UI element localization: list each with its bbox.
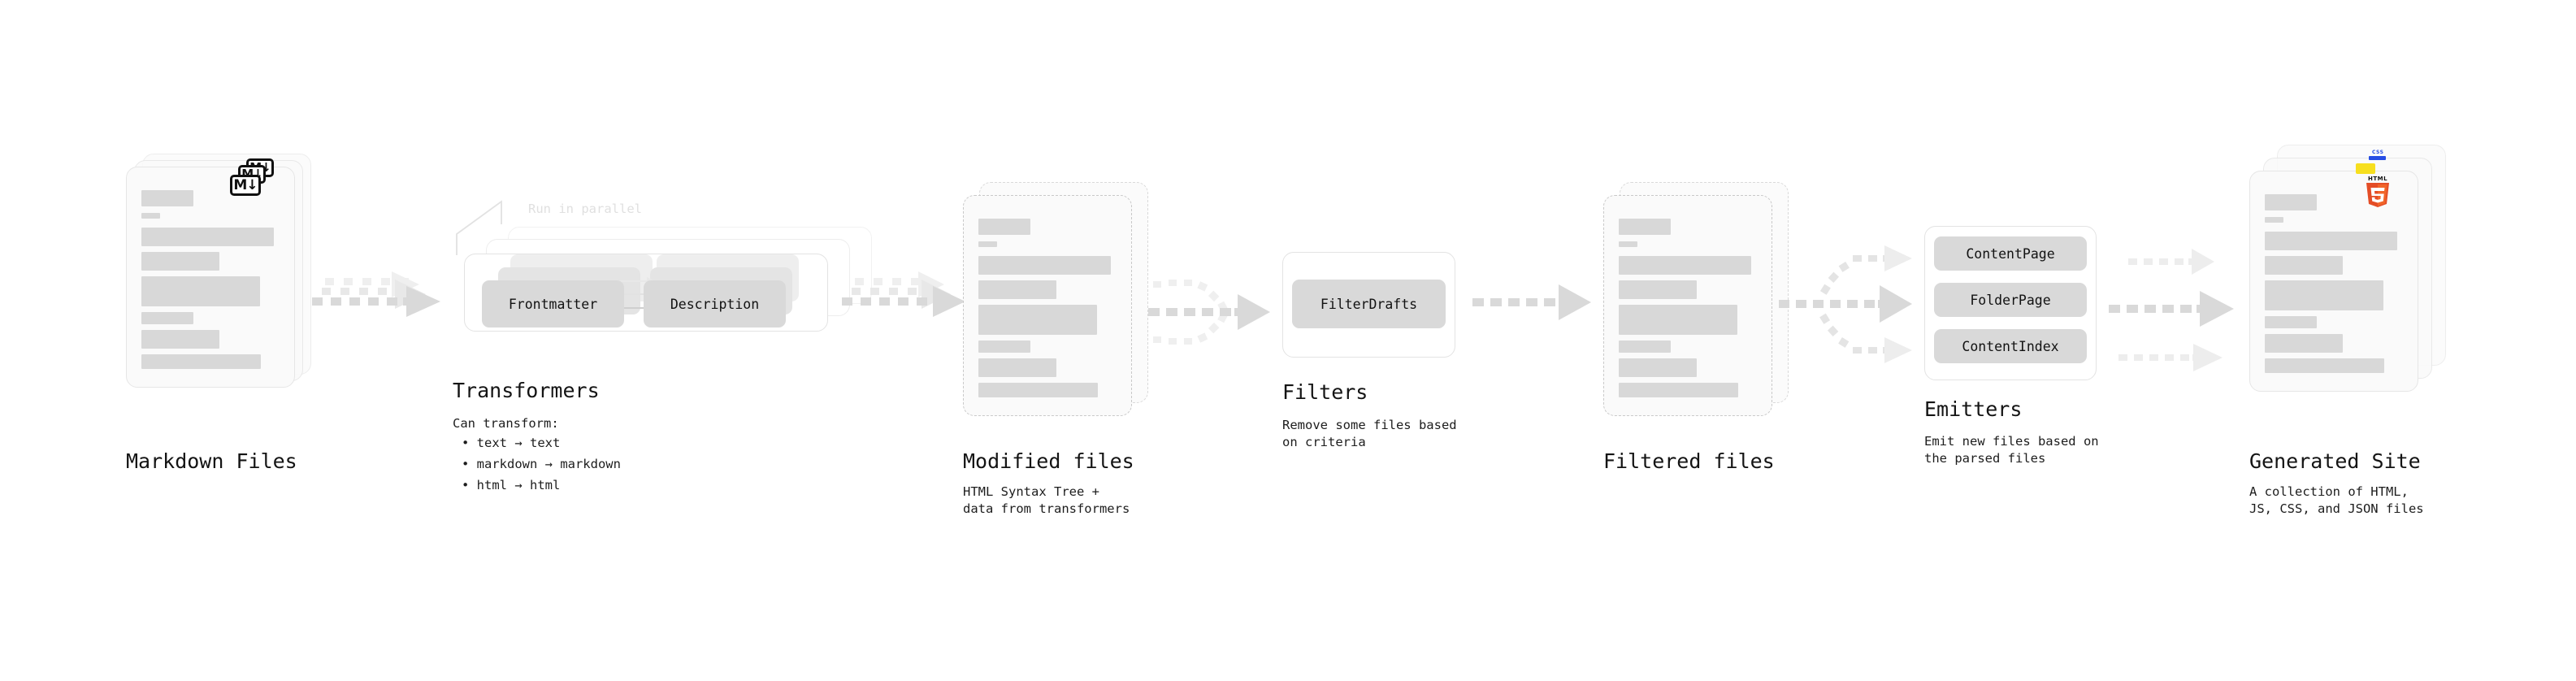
svg-text:HTML: HTML xyxy=(2368,176,2387,182)
js-icon xyxy=(2356,163,2375,174)
css-icon xyxy=(2369,156,2386,160)
emitter-contentindex[interactable]: ContentIndex xyxy=(1934,329,2087,363)
filter-filterdrafts[interactable]: FilterDrafts xyxy=(1292,280,1446,328)
html5-icon: HTML xyxy=(2366,176,2389,207)
run-in-parallel-label: Run in parallel xyxy=(528,202,642,216)
transformers-bullets-header: Can transform: xyxy=(453,416,559,431)
arrow-emitters-to-site xyxy=(2109,249,2234,371)
generated-site-title: Generated Site xyxy=(2249,449,2421,473)
arrow-filtered-to-emitters xyxy=(1779,245,1912,363)
transformers-bullet-1: • markdown → markdown xyxy=(462,457,621,471)
modified-card-front xyxy=(963,195,1132,416)
transformers-bullet-0: • text → text xyxy=(462,436,561,450)
transformers-bullet-2: • html → html xyxy=(462,478,561,492)
filtered-card-front xyxy=(1603,195,1772,416)
transformer-description[interactable]: Description xyxy=(644,280,786,327)
markdown-icon-glyph: M↓ xyxy=(233,176,258,193)
arrow-md-to-transformers xyxy=(312,271,440,317)
markdown-files-title: Markdown Files xyxy=(126,449,297,473)
css-icon-label: CSS xyxy=(2372,150,2384,155)
arrow-filters-to-filtered xyxy=(1472,284,1591,320)
emitter-contentpage[interactable]: ContentPage xyxy=(1934,236,2087,271)
modified-files-description: HTML Syntax Tree + data from transformer… xyxy=(963,484,1130,516)
emitters-title: Emitters xyxy=(1924,397,2023,421)
transformer-frontmatter[interactable]: Frontmatter xyxy=(482,280,624,327)
markdown-card-front xyxy=(126,167,295,388)
transformers-title: Transformers xyxy=(453,379,600,402)
markdown-icon: M↓ xyxy=(230,175,261,196)
arrow-modified-to-filters xyxy=(1148,280,1270,345)
generated-site-description: A collection of HTML, JS, CSS, and JSON … xyxy=(2249,484,2424,516)
arrow-transformers-to-modified xyxy=(842,271,965,317)
site-card-front xyxy=(2249,171,2418,392)
filtered-files-title: Filtered files xyxy=(1603,449,1775,473)
filters-description: Remove some files based on criteria xyxy=(1282,418,1457,449)
emitters-description: Emit new files based on the parsed files xyxy=(1924,434,2099,466)
modified-files-title: Modified files xyxy=(963,449,1134,473)
filters-title: Filters xyxy=(1282,380,1368,404)
run-in-parallel-brace xyxy=(456,200,502,255)
emitter-folderpage[interactable]: FolderPage xyxy=(1934,283,2087,317)
